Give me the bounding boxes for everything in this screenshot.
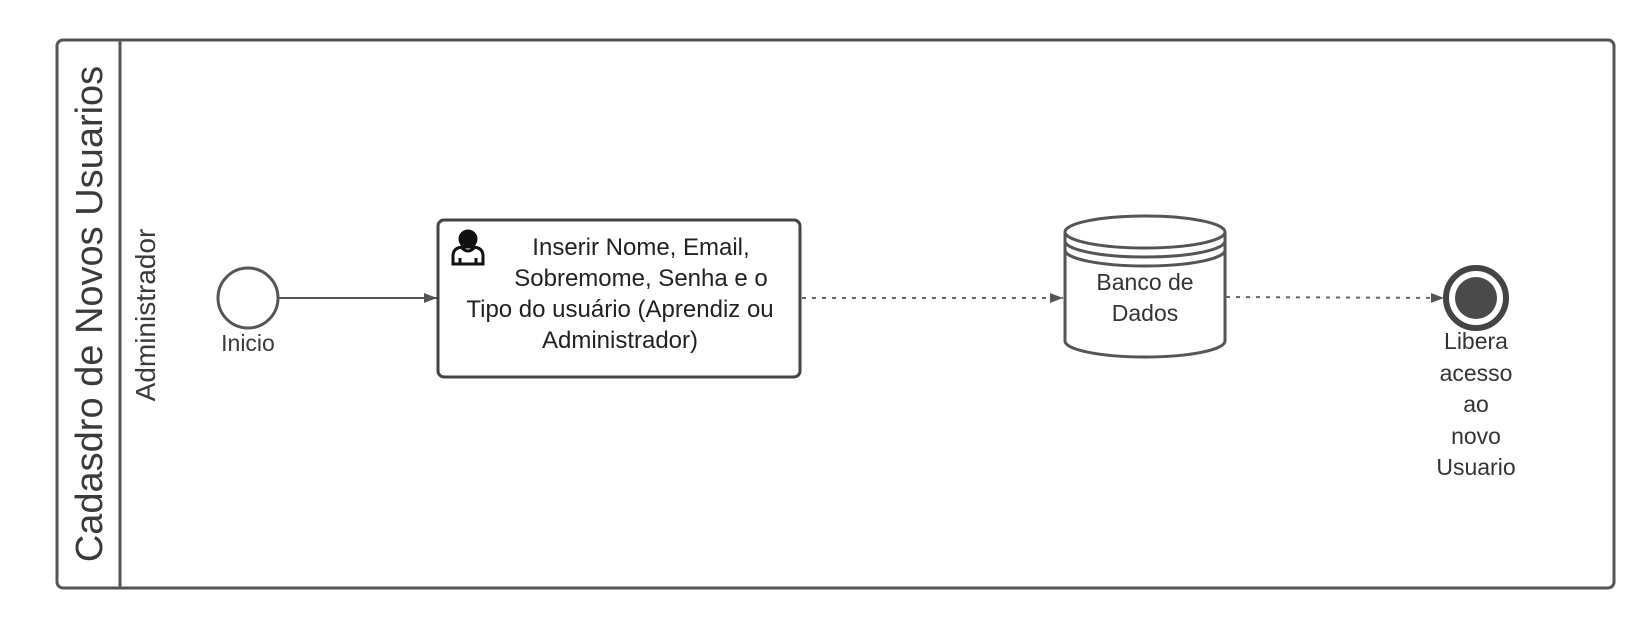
task-label-line: Inserir Nome, Email, [532, 234, 750, 261]
task-label-line: Sobremome, Senha e o [514, 265, 768, 292]
task-label-line: Administrador) [541, 327, 699, 354]
end-event-label-line: acesso [1439, 359, 1513, 386]
data-association-datastore-to-end [1225, 292, 1445, 303]
end-event-label-line: Usuario [1436, 454, 1516, 480]
lane-title: Administrador [130, 229, 161, 402]
datastore[interactable] [1063, 214, 1227, 359]
start-event-label: Inicio [221, 330, 275, 356]
start-event[interactable] [216, 266, 280, 330]
task-box[interactable] [436, 218, 802, 379]
datastore-label: Banco de Dados [1065, 267, 1225, 329]
pool-border [55, 38, 1616, 590]
task-label-line: Tipo do usuário (Aprendiz ou [466, 296, 774, 323]
end-event-label-line: ao [1463, 391, 1489, 417]
end-event-label-line: Libera [1444, 328, 1508, 354]
end-event-label-line: novo [1451, 422, 1501, 449]
end-event-core [1455, 277, 1497, 319]
end-event-label: Libera acesso ao novo Usuario [1416, 326, 1536, 484]
datastore-label-line: Dados [1111, 300, 1179, 326]
pool-title: Cadasdro de Novos Usuarios [69, 66, 111, 562]
task-label: Inserir Nome, Email, Sobremome, Senha e … [444, 232, 796, 356]
datastore-label-line: Banco de [1096, 269, 1194, 295]
user-icon [451, 229, 485, 266]
